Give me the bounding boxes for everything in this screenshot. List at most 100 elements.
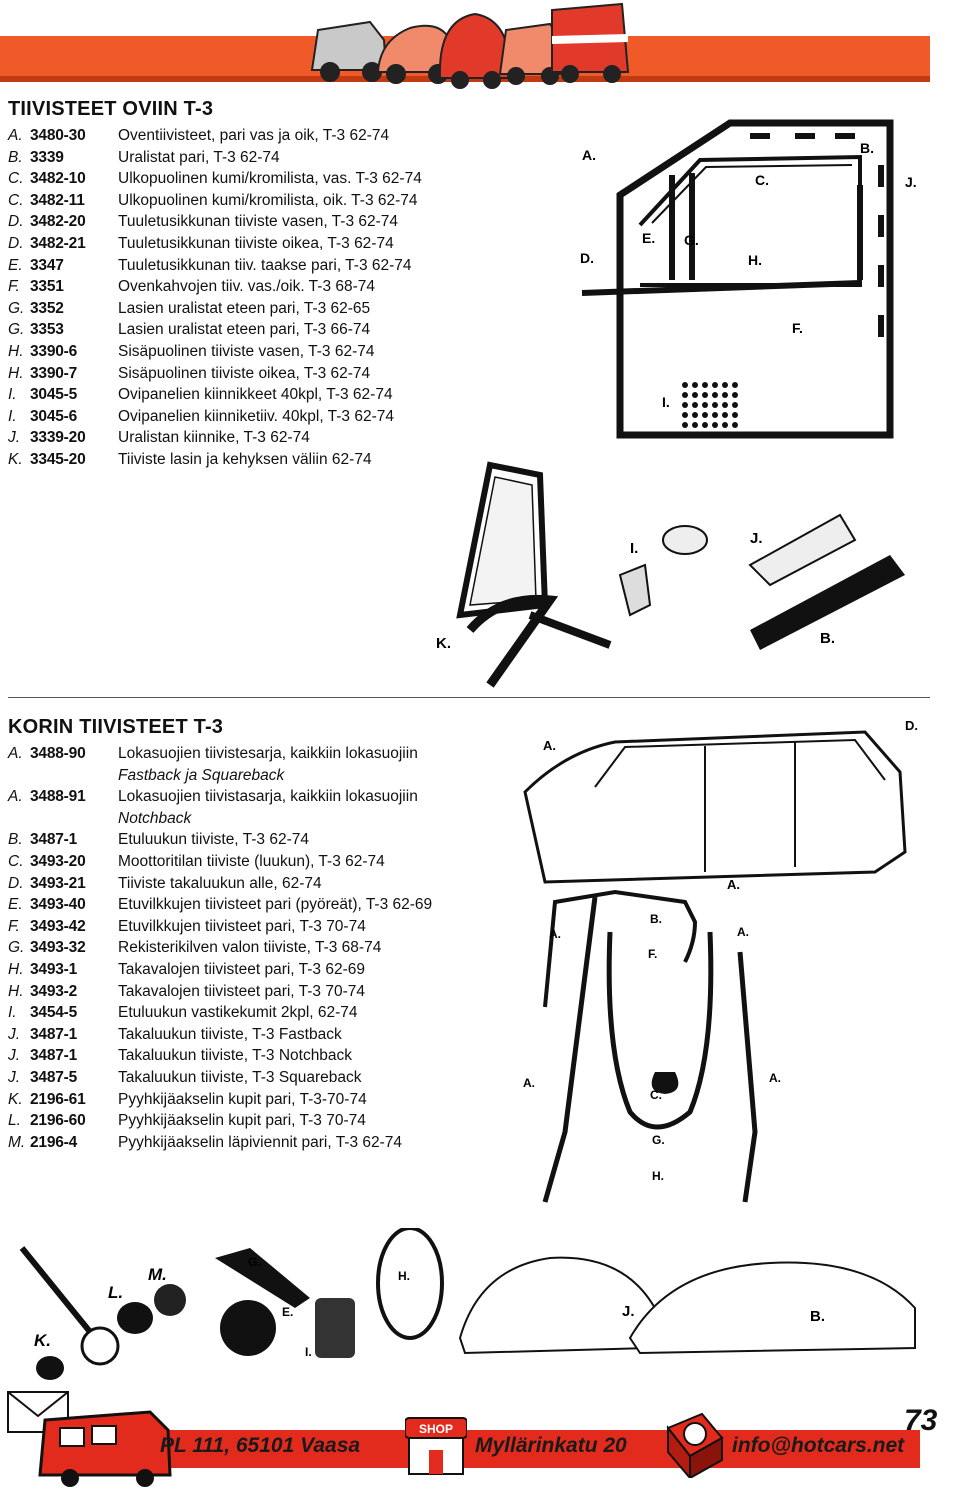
item-description: Etuvilkkujen tiivisteet pari (pyöreät), … <box>118 896 433 914</box>
item-code: 3347 <box>30 256 64 274</box>
item-code: 3487-1 <box>30 1047 78 1065</box>
item-description: Takavalojen tiivisteet pari, T-3 70-74 <box>118 982 365 1000</box>
item-letter: D. <box>8 234 24 252</box>
item-description: Lasien uralistat eteen pari, T-3 62-65 <box>118 299 371 317</box>
item-code: 3480-30 <box>30 127 86 144</box>
bottom-parts-diagram: K. L. M. G. E. I. H. J. B. <box>19 1228 916 1380</box>
car-thing-icon <box>310 20 388 82</box>
vw-keycap-logo-icon <box>666 1412 724 1478</box>
shop-sign-text: SHOP <box>419 1422 453 1436</box>
item-description: Takavalojen tiivisteet pari, T-3 62-69 <box>118 960 365 978</box>
item-letter: G. <box>8 939 25 957</box>
item-code: 3488-91 <box>30 788 86 806</box>
door-label-c: C. <box>755 172 769 188</box>
door-label-g: G. <box>684 232 699 248</box>
item-letter: F. <box>8 278 20 296</box>
item-description: Tiiviste lasin ja kehyksen väliin 62-74 <box>118 450 372 468</box>
item-description: Oventiivisteet, pari vas ja oik, T-3 62-… <box>118 127 390 144</box>
item-letter: J. <box>8 1068 21 1086</box>
door-label-h: H. <box>748 252 762 268</box>
car-type3-icon <box>498 22 563 85</box>
item-description: Uralistat pari, T-3 62-74 <box>118 148 280 166</box>
item-letter: A. <box>8 788 23 806</box>
item-letter: F. <box>8 917 20 935</box>
item-code: 2196-61 <box>30 1090 86 1108</box>
bottom-label-l: L. <box>108 1283 123 1302</box>
body-label-a3: A. <box>549 927 561 941</box>
item-code: 3482-11 <box>30 191 85 209</box>
list-item-note: Notchback <box>8 808 432 830</box>
item-letter: G. <box>8 299 25 317</box>
item-code: 3493-42 <box>30 917 86 935</box>
item-description: Moottoritilan tiiviste (luukun), T-3 62-… <box>118 852 385 870</box>
item-letter: E. <box>8 896 23 914</box>
door-diagram: A. B. C. D. E. F. G. H. I. J. <box>580 119 917 439</box>
item-code: 3482-20 <box>30 213 86 231</box>
item-letter: C. <box>8 191 24 209</box>
car-beetle-icon <box>438 12 512 89</box>
item-description: Tuuletusikkunan tiiv. taakse pari, T-3 6… <box>118 256 412 274</box>
item-note: Fastback ja Squareback <box>118 766 285 784</box>
bottom-label-b: B. <box>810 1308 825 1325</box>
item-code: 3493-32 <box>30 939 86 957</box>
item-code: 3487-1 <box>30 831 78 849</box>
item-letter: B. <box>8 831 23 849</box>
item-description: Pyyhkijäakselin kupit pari, T-3-70-74 <box>118 1090 367 1108</box>
item-description: Lokasuojien tiivistasarja, kaikkiin loka… <box>118 788 418 806</box>
item-description: Lasien uralistat eteen pari, T-3 66-74 <box>118 321 371 339</box>
item-code: 3352 <box>30 299 64 317</box>
bottom-label-e: E. <box>282 1305 293 1319</box>
list-item: A. 3480-30 Oventiivisteet, pari vas ja oik… <box>8 125 422 147</box>
item-code: 3454-5 <box>30 1004 78 1022</box>
item-code: 3493-20 <box>30 852 86 870</box>
bottom-label-i: I. <box>305 1345 312 1359</box>
door-label-b: B. <box>860 140 874 156</box>
list-item-note: Fastback ja Squareback <box>8 765 432 787</box>
item-letter: A. <box>8 127 23 144</box>
item-code: 3345-20 <box>30 450 86 468</box>
list-item: C. 3482-11 Ulkopuolinen kumi/kromilista, o… <box>8 190 422 212</box>
body-diagram: A. D. A. B. A. A. F. A. A. C. G. H. <box>523 718 918 1203</box>
parts-label-j: J. <box>750 530 763 547</box>
item-code: 3487-5 <box>30 1068 78 1086</box>
parts-label-k: K. <box>436 635 451 652</box>
item-code: 3493-1 <box>30 960 78 978</box>
body-label-a4: A. <box>737 925 749 939</box>
door-label-d: D. <box>580 250 594 266</box>
item-description: Ulkopuolinen kumi/kromilista, oik. T-3 6… <box>118 191 418 209</box>
list-item: A. 3488-91 Lokasuojien tiivistasarja, kaik… <box>8 786 432 808</box>
bottom-label-k: K. <box>34 1331 51 1350</box>
item-letter: J. <box>8 1047 21 1065</box>
item-letter: K. <box>8 450 23 468</box>
item-code: 2196-60 <box>30 1112 86 1130</box>
door-label-a: A. <box>582 147 596 163</box>
item-description: Etuluukun vastikekumit 2kpl, 62-74 <box>118 1004 358 1022</box>
list-item: K. 3345-20 Tiiviste lasin ja kehyksen väli… <box>8 449 422 471</box>
item-description: Pyyhkijäakselin läpiviennit pari, T-3 62… <box>118 1133 403 1151</box>
body-label-d: D. <box>905 718 918 733</box>
car-bus-icon <box>551 2 630 83</box>
bottom-label-m: M. <box>148 1265 167 1284</box>
item-description: Sisäpuolinen tiiviste oikea, T-3 62-74 <box>118 364 371 382</box>
bottom-label-j: J. <box>622 1303 635 1320</box>
item-letter: H. <box>8 982 24 1000</box>
item-code: 3339-20 <box>30 429 86 447</box>
